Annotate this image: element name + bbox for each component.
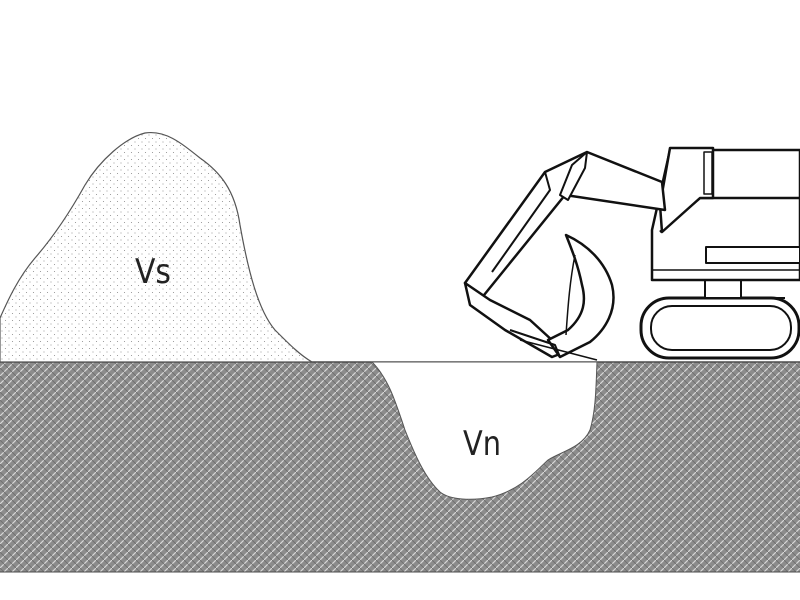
excavation-pit [370,361,598,500]
excavator-bucket [546,233,615,359]
excavator-boom [463,150,667,302]
stockpile [0,131,315,363]
excavation-label: Vn [463,424,501,464]
excavator-arm [463,281,567,359]
excavator-icon [463,146,800,361]
stockpile-label: Vs [135,252,171,292]
